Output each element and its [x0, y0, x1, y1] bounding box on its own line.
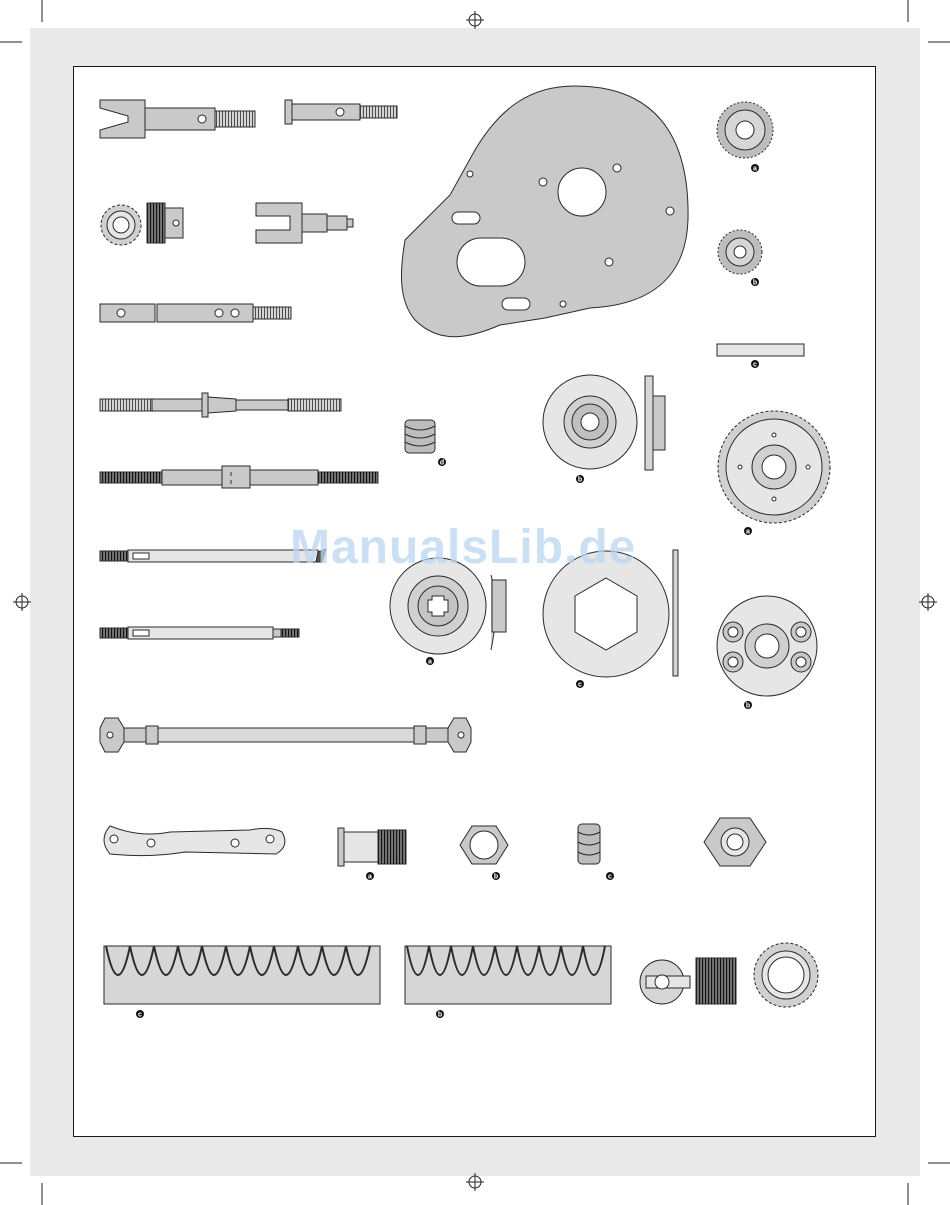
- hex-nut: [460, 826, 508, 864]
- svg-text:b: b: [578, 477, 582, 484]
- slipper-plate: [543, 375, 665, 470]
- lock-nut: [704, 818, 766, 866]
- bushing: [338, 828, 406, 866]
- outdrive-shaft-short: [285, 100, 397, 124]
- label-diff-housing: b: [744, 701, 752, 710]
- motor-plate: [401, 86, 688, 337]
- registration-mark-right: [919, 593, 937, 611]
- cvd-driveshaft: [100, 718, 471, 752]
- label-diff-gear-large: a: [751, 164, 759, 173]
- svg-text:b: b: [494, 874, 498, 881]
- svg-text:d: d: [440, 460, 444, 467]
- label-pressure-plate: a: [426, 657, 434, 666]
- small-spring: [578, 824, 600, 864]
- watermark: ManualsLib.de: [290, 520, 636, 575]
- registration-mark-left: [13, 593, 31, 611]
- svg-text:b: b: [753, 280, 757, 287]
- diff-gear-large: [717, 102, 773, 158]
- layshaft: [100, 304, 291, 322]
- label-hex-nut: b: [492, 872, 500, 881]
- svg-text:a: a: [368, 874, 372, 881]
- svg-text:a: a: [746, 529, 750, 536]
- registration-mark-top: [466, 11, 484, 29]
- outdrive-shaft-long: [100, 100, 255, 138]
- label-shock-spring-medium: b: [436, 1010, 444, 1019]
- slipper-spring: [405, 420, 435, 453]
- svg-text:b: b: [438, 1012, 442, 1019]
- spur-gear: [718, 411, 830, 523]
- svg-text:c: c: [608, 874, 612, 881]
- drive-shaft-short: [100, 627, 299, 639]
- yoke-shaft: [256, 203, 353, 243]
- diff-housing: [717, 596, 817, 696]
- label-bushing: a: [366, 872, 374, 881]
- diff-pin: [717, 344, 804, 356]
- diff-gear-small: [718, 230, 762, 274]
- svg-text:a: a: [428, 659, 432, 666]
- svg-text:a: a: [753, 166, 757, 173]
- label-diff-gear-small: b: [751, 278, 759, 287]
- label-pin: c: [751, 360, 759, 369]
- clutch-bell-gear: [754, 943, 818, 1007]
- svg-text:c: c: [578, 682, 582, 689]
- pinion-gear: [101, 203, 183, 245]
- svg-text:c: c: [138, 1012, 142, 1019]
- label-small-spring: c: [606, 872, 614, 881]
- label-shock-spring-long: c: [136, 1010, 144, 1019]
- label-slipper-pad: c: [576, 680, 584, 689]
- suspension-mount: [104, 826, 285, 856]
- svg-text:c: c: [753, 362, 757, 369]
- label-spur-gear: a: [744, 527, 752, 536]
- threaded-rod-collar: [100, 393, 341, 417]
- turnbuckle: [100, 466, 378, 488]
- shock-spring-medium: [405, 946, 611, 1004]
- label-slipper-plate: b: [576, 475, 584, 484]
- shock-spring-long: [104, 946, 380, 1004]
- registration-mark-bottom: [466, 1173, 484, 1191]
- clutch-hub: [640, 958, 736, 1004]
- svg-text:b: b: [746, 703, 750, 710]
- label-slipper-spring: d: [438, 458, 446, 467]
